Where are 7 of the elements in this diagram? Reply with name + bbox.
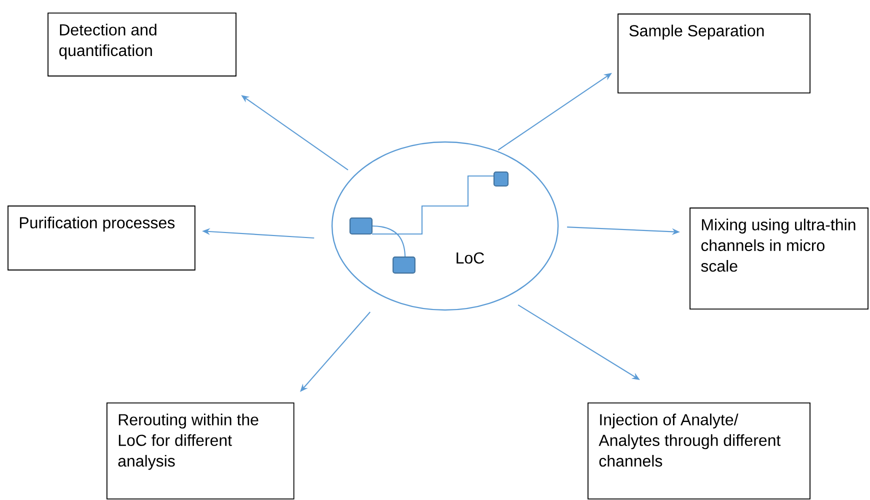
text-box: Purification processes — [8, 206, 196, 270]
text-box: Detection and quantification — [48, 12, 236, 76]
text-box: Rerouting within the LoC for different analysis — [106, 402, 294, 500]
chip-label: LoC — [456, 252, 484, 264]
text-box: Sample Separation — [618, 14, 810, 94]
text-box: Injection of Analyte/ Analytes through different channels — [588, 402, 810, 500]
text-box: Mixing using ultra-thin channels in micro scale — [690, 208, 868, 310]
